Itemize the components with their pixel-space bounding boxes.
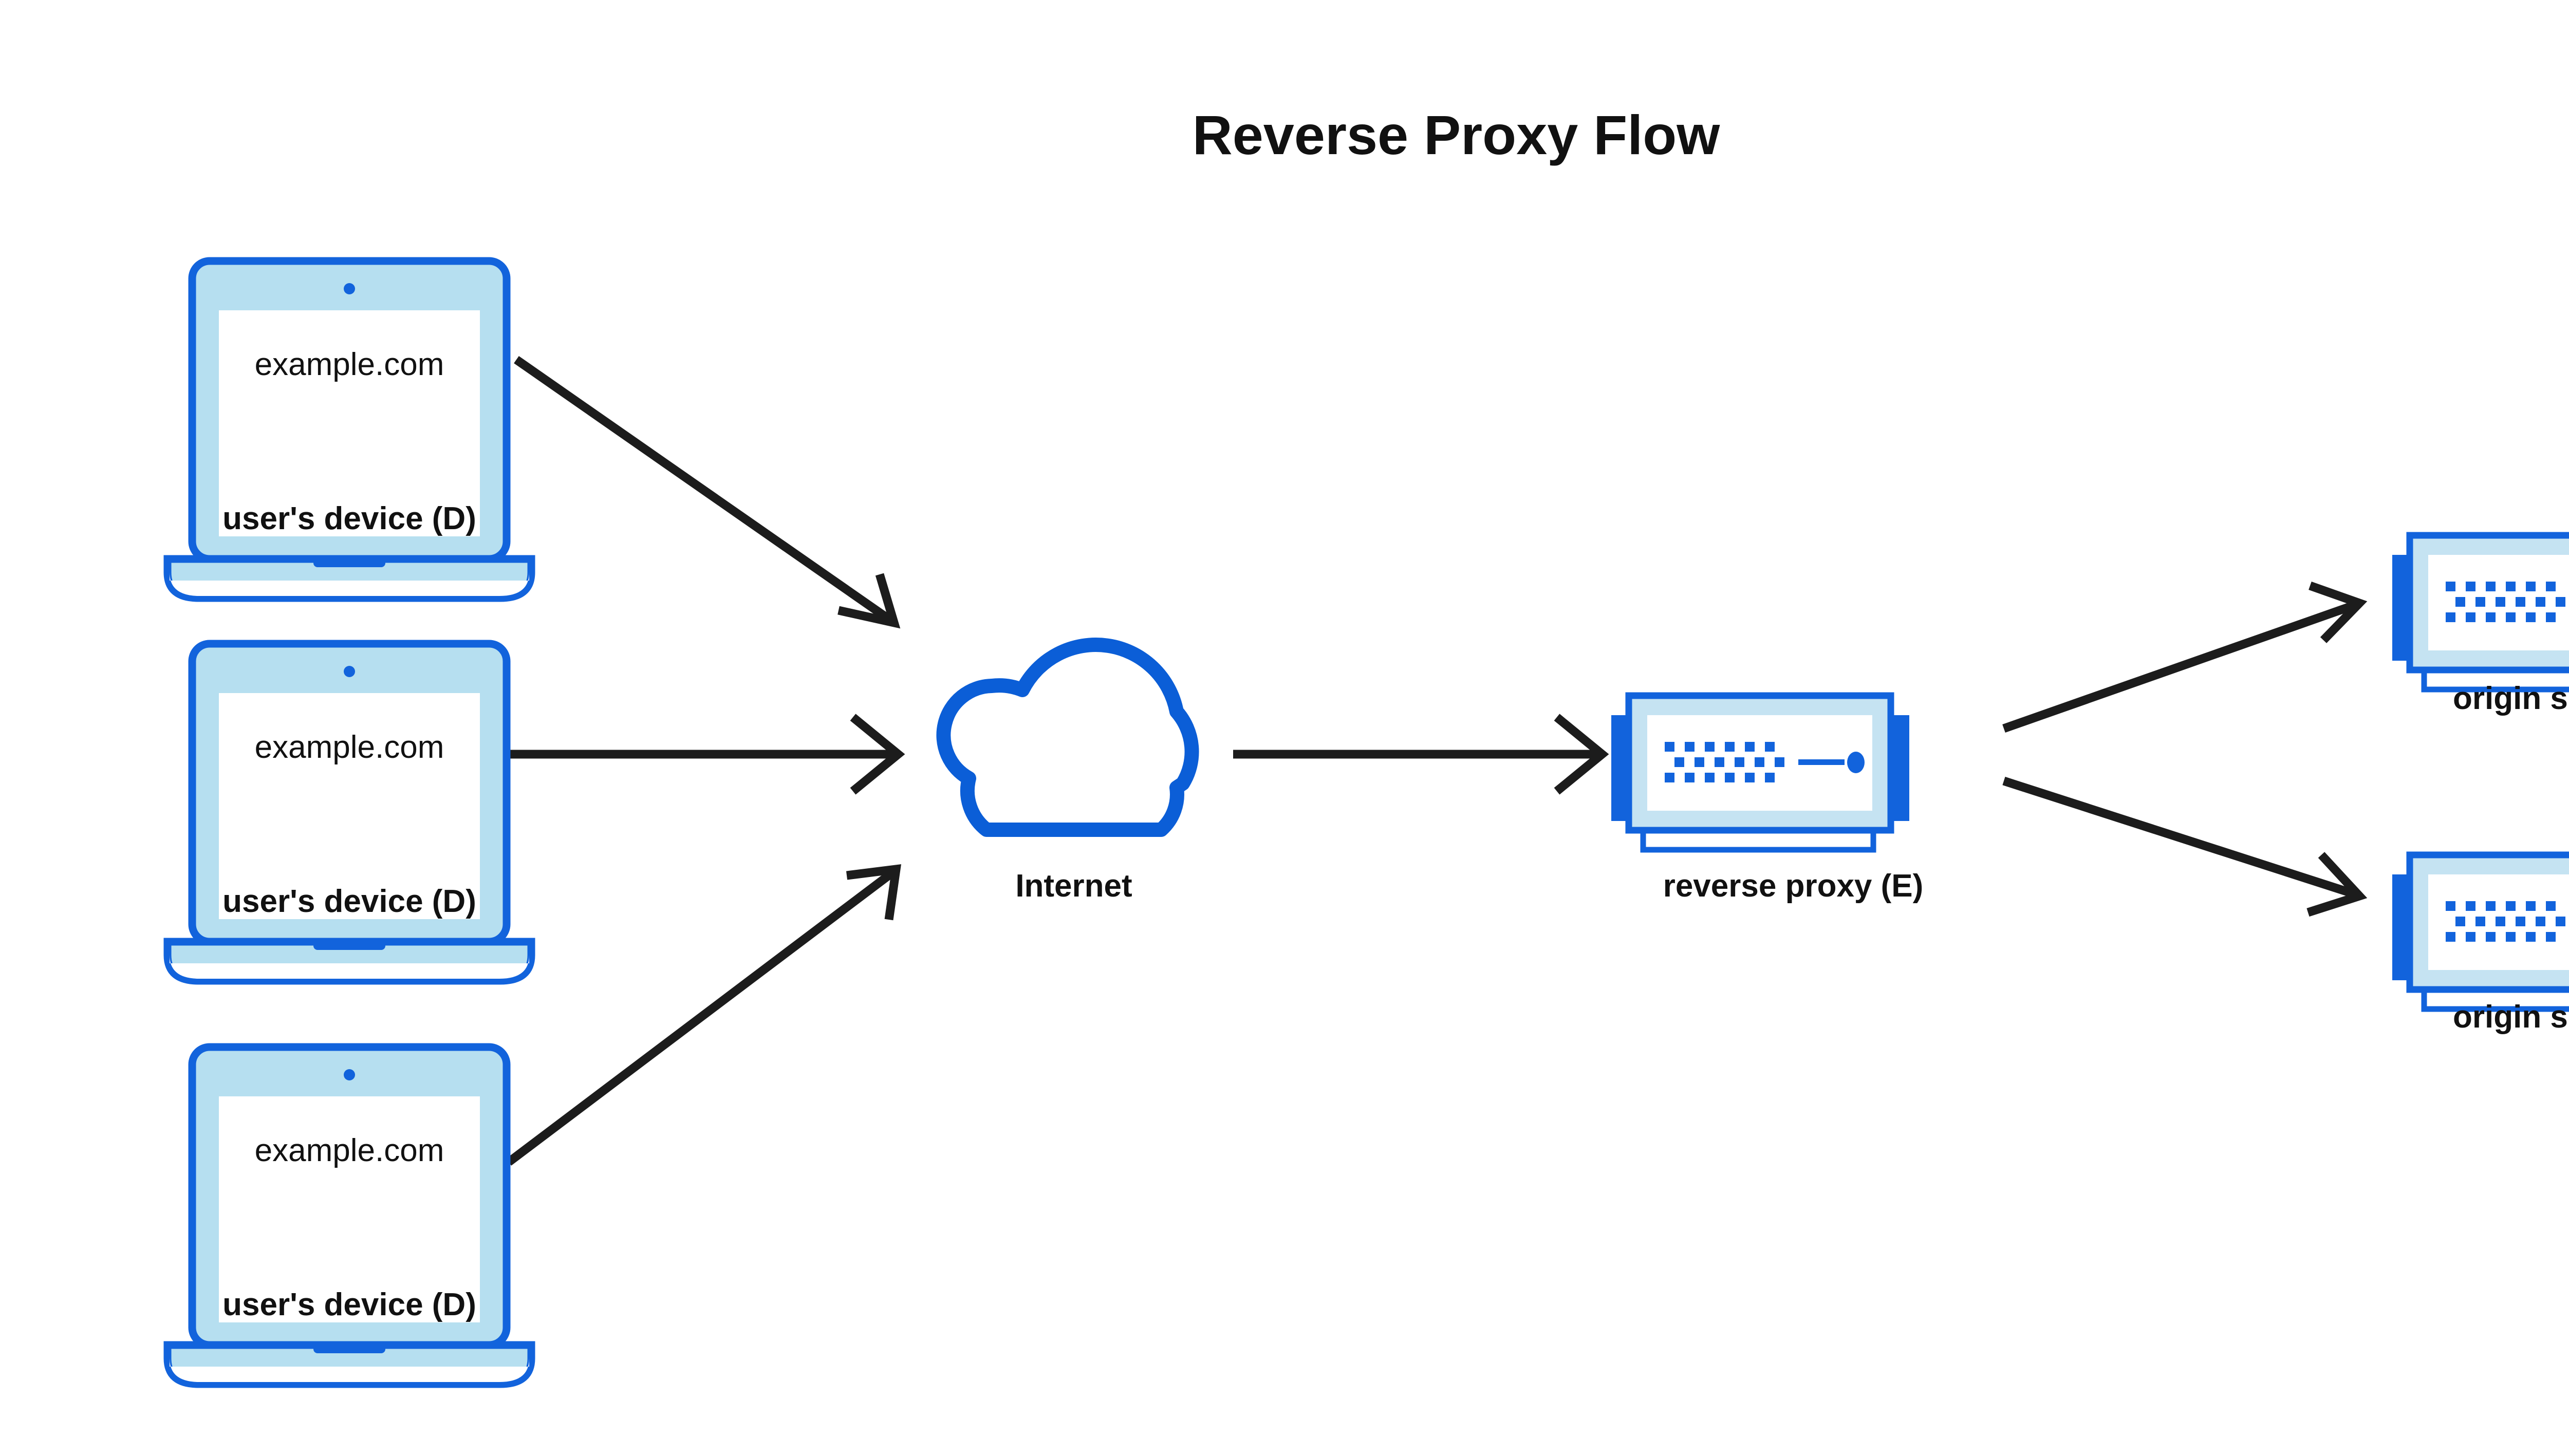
page-title: Reverse Proxy Flow	[1193, 104, 1720, 166]
connector-device-top-to-internet	[514, 356, 901, 629]
node-internet[interactable]: Internet	[943, 645, 1192, 904]
node-origin-top[interactable]: origin server (F)	[2392, 535, 2569, 716]
node-label-internet: Internet	[1015, 868, 1132, 904]
node-label-origin-top: origin server (F)	[2453, 681, 2569, 716]
connector-layer	[506, 356, 2368, 1166]
connector-proxy-to-origin-bottom	[2002, 776, 2368, 917]
connector-device-middle-to-internet	[509, 714, 905, 795]
laptop-icon	[167, 261, 531, 598]
node-origin-bottom[interactable]: origin server (F)	[2392, 855, 2569, 1035]
node-device-bottom[interactable]: example.com user's device (D)	[167, 1047, 531, 1384]
node-label-device-bottom: user's device (D)	[222, 1287, 476, 1322]
node-label-device-middle: user's device (D)	[222, 884, 476, 919]
node-reverse-proxy[interactable]: reverse proxy (E)	[1611, 696, 1923, 904]
node-label-origin-bottom: origin server (F)	[2453, 999, 2569, 1035]
device-screen-text: example.com	[255, 1133, 444, 1168]
server-icon	[1611, 696, 1909, 850]
laptop-icon	[167, 644, 531, 981]
cloud-icon	[943, 645, 1192, 830]
node-label-reverse-proxy: reverse proxy (E)	[1663, 868, 1924, 904]
server-icon	[2392, 855, 2569, 1009]
laptop-icon	[167, 1047, 531, 1384]
connector-proxy-to-origin-top	[2002, 581, 2368, 733]
device-screen-text: example.com	[255, 730, 444, 765]
node-device-middle[interactable]: example.com user's device (D)	[167, 644, 531, 981]
connector-device-bottom-to-internet	[506, 864, 901, 1166]
server-icon	[2392, 535, 2569, 689]
device-screen-text: example.com	[255, 347, 444, 382]
connector-internet-to-proxy	[1233, 714, 1609, 795]
node-label-device-top: user's device (D)	[222, 501, 476, 536]
node-device-top[interactable]: example.com user's device (D)	[167, 261, 531, 598]
